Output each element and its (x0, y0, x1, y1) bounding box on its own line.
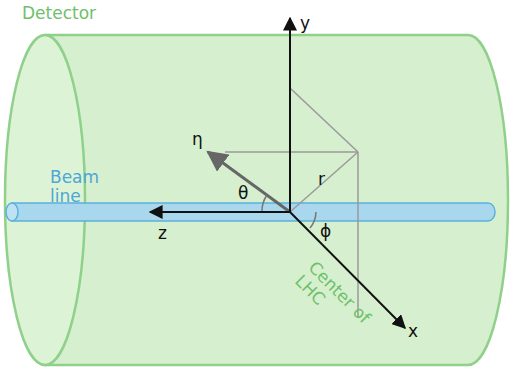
eta-arrow (208, 152, 290, 212)
phi-arc (310, 212, 316, 228)
beam-label: Beam line (50, 168, 106, 205)
y-axis (289, 18, 291, 212)
axis-label: x (408, 322, 418, 341)
theta-arc (262, 195, 267, 212)
axis-label: z (158, 224, 167, 243)
axis-label: y (300, 14, 310, 33)
beam-pipe-end (6, 203, 18, 221)
detector-cylinder (45, 35, 508, 365)
axis-label: r (318, 170, 325, 189)
z-axis (150, 211, 290, 213)
detector-label: Detector (22, 4, 96, 23)
angle-label: θ (238, 184, 248, 203)
axis-label: η (192, 130, 203, 149)
beam-pipe (12, 203, 495, 221)
angle-label: ϕ (320, 222, 331, 241)
